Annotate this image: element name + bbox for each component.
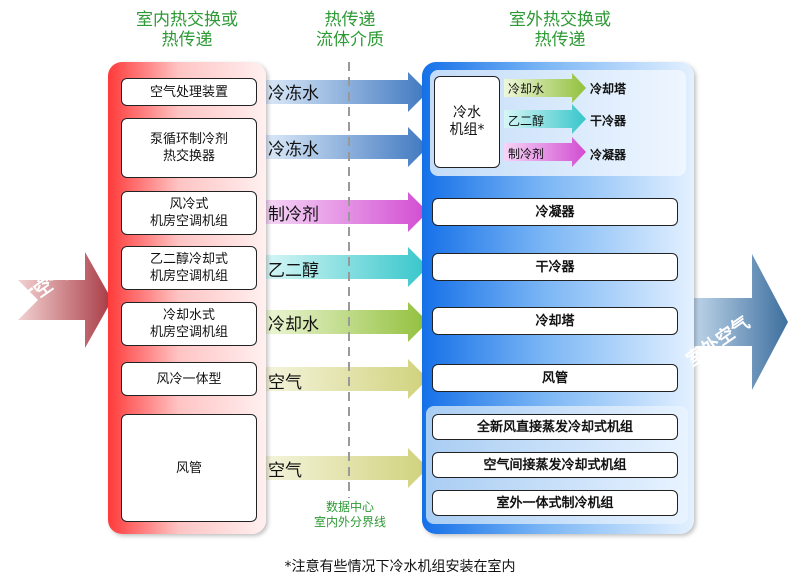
outdoor-unit-fresh-air-direct-evaporative: 全新风直接蒸发冷却式机组 <box>432 414 678 440</box>
outdoor-unit-indirect-evaporative: 空气间接蒸发冷却式机组 <box>432 452 678 478</box>
chiller-arrows <box>504 73 586 167</box>
outdoor-unit-label: 冷却塔 <box>535 313 575 329</box>
medium-header-line2: 流体介质 <box>316 30 384 50</box>
medium-arrow-4 <box>266 247 428 287</box>
chiller-box: 冷水 机组* <box>434 76 500 168</box>
outdoor-unit-label: 全新风直接蒸发冷却式机组 <box>476 419 633 435</box>
medium-label-cooling-water: 冷却水 <box>268 315 319 335</box>
medium-label-glycol: 乙二醇 <box>268 261 319 281</box>
indoor-unit-label: 机房空调机组 <box>149 269 228 284</box>
indoor-unit-duct: 风管 <box>121 414 257 522</box>
chiller-target-condenser: 冷凝器 <box>590 148 627 162</box>
chiller-target-cooling-tower: 冷却塔 <box>590 82 627 96</box>
outdoor-unit-label: 空气间接蒸发冷却式机组 <box>483 457 627 473</box>
outdoor-unit-packaged-chiller: 室外一体式制冷机组 <box>432 490 678 516</box>
outdoor-unit-condenser: 冷凝器 <box>432 198 678 226</box>
indoor-unit-label: 机房空调机组 <box>149 214 228 229</box>
indoor-header-line1: 室内热交换或 <box>136 10 238 30</box>
medium-label-refrigerant: 制冷剂 <box>268 205 319 225</box>
indoor-unit-air-handler: 空气处理装置 <box>121 78 257 106</box>
outdoor-unit-cooling-tower: 冷却塔 <box>432 307 678 335</box>
outdoor-unit-label: 室外一体式制冷机组 <box>496 495 614 511</box>
chiller-medium-refrigerant: 制冷剂 <box>508 147 545 161</box>
boundary-label: 数据中心 室内外分界线 <box>290 500 410 530</box>
indoor-header-line2: 热传递 <box>161 30 213 50</box>
medium-label-air: 空气 <box>268 373 302 393</box>
indoor-unit-label: 空气处理装置 <box>149 84 228 100</box>
chiller-medium-cooling-water: 冷却水 <box>508 82 545 96</box>
medium-header-line1: 热传递 <box>324 10 376 30</box>
indoor-unit-air-cooled-crac: 风冷式 机房空调机组 <box>121 191 257 235</box>
indoor-unit-label: 机房空调机组 <box>149 325 228 340</box>
medium-arrow-2 <box>266 127 428 167</box>
outdoor-header-line1: 室外热交换或 <box>509 10 611 30</box>
outdoor-air-arrow <box>682 254 788 390</box>
chiller-label: 机组* <box>449 122 485 138</box>
indoor-unit-pumped-refrigerant: 泵循环制冷剂 热交换器 <box>121 118 257 178</box>
outdoor-unit-label: 干冷器 <box>535 259 575 275</box>
indoor-unit-label: 泵循环制冷剂 <box>149 132 228 147</box>
medium-arrow-1 <box>266 72 428 112</box>
medium-label-air: 空气 <box>268 461 302 481</box>
indoor-unit-label: 冷却水式 <box>162 308 215 323</box>
chiller-medium-glycol: 乙二醇 <box>508 114 545 128</box>
chiller-arrow-cooling-water <box>504 73 586 103</box>
outdoor-header-line2: 热传递 <box>534 30 586 50</box>
indoor-unit-air-cooled-packaged: 风冷一体型 <box>121 362 257 396</box>
chiller-label: 冷水 <box>453 105 481 121</box>
chiller-arrow-glycol <box>504 104 586 134</box>
medium-arrow-6 <box>266 359 428 399</box>
indoor-header: 室内热交换或 热传递 <box>108 10 266 50</box>
indoor-unit-label: 风冷式 <box>169 197 209 212</box>
boundary-label-line2: 室内外分界线 <box>313 515 386 529</box>
indoor-unit-label: 乙二醇冷却式 <box>149 252 228 267</box>
outdoor-unit-label: 冷凝器 <box>535 204 575 220</box>
medium-label-chilled-water: 冷冻水 <box>268 84 319 104</box>
boundary-label-line1: 数据中心 <box>325 500 374 514</box>
medium-arrow-3 <box>266 192 428 232</box>
indoor-unit-label: 热交换器 <box>162 149 215 164</box>
medium-arrow-7 <box>266 448 428 488</box>
medium-header: 热传递 流体介质 <box>290 10 410 50</box>
medium-label-chilled-water: 冷冻水 <box>268 140 319 160</box>
outdoor-unit-duct: 风管 <box>432 364 678 392</box>
footnote: *注意有些情况下冷水机组安装在室内 <box>284 559 516 575</box>
it-air-arrow <box>18 252 112 348</box>
indoor-unit-glycol-crac: 乙二醇冷却式 机房空调机组 <box>121 246 257 290</box>
indoor-unit-label: 风管 <box>175 460 202 476</box>
outdoor-header: 室外热交换或 热传递 <box>460 10 660 50</box>
indoor-unit-label: 风冷一体型 <box>156 371 222 387</box>
indoor-unit-water-cooled-crac: 冷却水式 机房空调机组 <box>121 302 257 346</box>
medium-arrow-5 <box>266 302 428 342</box>
chiller-arrow-refrigerant <box>504 137 586 167</box>
outdoor-unit-dry-cooler: 干冷器 <box>432 253 678 281</box>
chiller-target-dry-cooler: 干冷器 <box>590 114 627 128</box>
outdoor-unit-label: 风管 <box>541 370 568 386</box>
